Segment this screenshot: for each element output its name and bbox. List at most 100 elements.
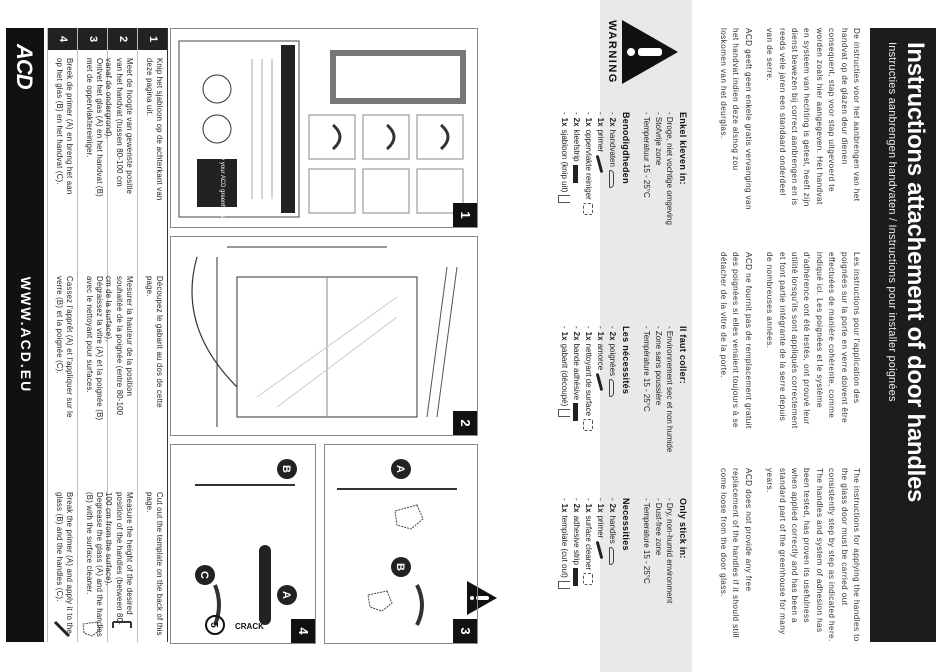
wipe-icon bbox=[582, 202, 593, 215]
step4-number: 4 bbox=[291, 619, 315, 643]
step2-number: 2 bbox=[453, 411, 477, 435]
need-item: - 1x template (cut out) bbox=[557, 498, 570, 668]
need-item: - 2x handles bbox=[606, 498, 618, 668]
enjoy-caption: Enjoy your ACD greenhouse bbox=[219, 145, 225, 221]
step-text-fr: Mesurer la hauteur de la position souhai… bbox=[104, 276, 134, 416]
step-text-nl: Knip het sjabloon op de achterkant van d… bbox=[144, 58, 164, 201]
primer-icon bbox=[596, 155, 604, 174]
strip-icon bbox=[573, 164, 579, 183]
step3-number: 3 bbox=[453, 619, 477, 643]
need-item: - 1x amorce bbox=[594, 326, 606, 496]
website-url[interactable]: WWW.ACD.EU bbox=[18, 276, 34, 394]
page-title: Instructions attachement of door handles bbox=[902, 42, 929, 503]
stick-title-fr: Il faut coller: bbox=[678, 326, 688, 385]
step1-number: 1 bbox=[453, 203, 477, 227]
warning-icon-small bbox=[467, 581, 497, 615]
wipe-icon bbox=[582, 573, 593, 586]
needs-title-nl: Benodigdheden bbox=[621, 112, 632, 184]
step-number: 1 bbox=[138, 28, 167, 50]
title-band: Instructions attachement of door handles… bbox=[870, 28, 936, 642]
label-a: A bbox=[280, 591, 292, 599]
label-a: A bbox=[394, 465, 406, 473]
step-text-fr: Découpez le gabarit au dos de cette page… bbox=[144, 276, 164, 408]
requirements-en: Only stick in: - Dry, non-humid environm… bbox=[557, 498, 688, 668]
strip-icon bbox=[573, 567, 579, 586]
need-item: - 2x bande adhésive bbox=[570, 326, 582, 496]
warning-icon bbox=[622, 20, 678, 84]
handle-icon bbox=[609, 379, 615, 398]
stick-item: - Stofvrije zone bbox=[653, 112, 663, 166]
need-item: - 2x poignées bbox=[606, 326, 618, 496]
need-item: - 1x surface cleaner bbox=[582, 498, 594, 668]
handle-icon bbox=[609, 169, 615, 188]
requirements-nl: Enkel kleven in: - Droge, niet vochtige … bbox=[557, 112, 688, 282]
stick-item: - Temperature 15 - 25°C bbox=[642, 498, 652, 584]
need-item: - 1x nettoyant de surface bbox=[582, 326, 594, 496]
need-item: - 1x oppervlakte reiniger bbox=[582, 112, 594, 282]
intro-nl-p2: ACD geeft geen enkele gratis vervanging … bbox=[718, 28, 753, 210]
intro-en-p2: ACD does not provide any free replacemen… bbox=[718, 468, 753, 639]
stick-title-nl: Enkel kleven in: bbox=[678, 112, 688, 185]
intro-fr-p2: ACD ne fournit pas de remplacement gratu… bbox=[718, 252, 753, 429]
primer-icon bbox=[596, 373, 604, 392]
step1-diagram: 1 Enjoy your ACD greenhouse bbox=[170, 28, 478, 228]
need-item: - 2x handvaten bbox=[606, 112, 618, 282]
requirements-fr: Il faut coller: - Environnement sec et n… bbox=[557, 326, 688, 496]
step-text-fr: Cassez l'apprêt (A) et l'appliquer sur l… bbox=[54, 276, 74, 418]
primer-icon bbox=[53, 620, 71, 638]
ruler-icon bbox=[112, 621, 132, 628]
primer-icon bbox=[596, 541, 604, 560]
wipe-icon bbox=[82, 621, 101, 637]
page-subtitle: Instructies aanbrengen handvaten / Instr… bbox=[886, 42, 898, 402]
stick-title-en: Only stick in: bbox=[678, 498, 688, 559]
template-icon bbox=[557, 580, 570, 589]
intro-en: The instructions for applying the handle… bbox=[682, 468, 862, 643]
need-item: - 1x primer bbox=[594, 112, 606, 282]
intro-en-p1: The instructions for applying the handle… bbox=[765, 468, 861, 642]
step-number: 2 bbox=[108, 28, 137, 50]
step-text-en: Cut out the template on the back of this… bbox=[144, 492, 164, 636]
stick-item: - Temperatuur 15 - 25°C bbox=[642, 112, 652, 198]
needs-title-fr: Les nécessités bbox=[621, 326, 632, 395]
step-text-en: Break the primer (A) and apply it to the… bbox=[54, 492, 74, 634]
wipe-icon bbox=[582, 419, 593, 432]
label-c: C bbox=[198, 571, 210, 579]
step-row-3: 3 Ontvet het glas (A) en het handvat (B)… bbox=[77, 28, 107, 642]
step-text-fr: Dégraissez la vitre (A) et la poignée (B… bbox=[84, 276, 104, 421]
handle-icon bbox=[609, 546, 615, 565]
need-item: - 2x adhesive strip bbox=[570, 498, 582, 668]
warning-label: WARNING bbox=[606, 20, 618, 84]
footer: ACD WWW.ACD.EU bbox=[6, 28, 44, 642]
step-number: 4 bbox=[48, 28, 77, 50]
stick-item: - Dust-free zone bbox=[653, 498, 663, 556]
needs-title-en: Necessities bbox=[621, 498, 632, 551]
need-item: - 1x primer bbox=[594, 498, 606, 668]
step-text-en: Measure the height of the desired positi… bbox=[104, 492, 134, 625]
stick-item: - Zone sans poussière bbox=[653, 326, 663, 406]
wait-label: 5 bbox=[208, 622, 219, 628]
need-item: - 1x sjabloon (knip uit) bbox=[557, 112, 570, 282]
step2-diagram: 2 bbox=[170, 236, 478, 436]
strip-icon bbox=[573, 403, 579, 422]
intro-nl-p1: De instructies voor het aanbrengen van h… bbox=[765, 28, 861, 207]
step3-illustration: A B bbox=[337, 459, 457, 626]
step4-illustration: A B C CRACK 5 bbox=[195, 459, 297, 635]
step1-illustration: Enjoy your ACD greenhouse bbox=[178, 40, 466, 222]
stick-item: - Dry, non-humid environment bbox=[664, 498, 674, 604]
need-item: - 2x kleefstrip bbox=[570, 112, 582, 282]
step-text-en: Degrease the glass (A) and the handles (… bbox=[84, 492, 104, 637]
step-text-nl: Breek de primer (A) en breng het aan op … bbox=[54, 58, 74, 195]
step-number: 3 bbox=[78, 28, 107, 50]
label-b: B bbox=[280, 465, 292, 473]
step-row-4: 4 Breek de primer (A) en breng het aan o… bbox=[47, 28, 77, 642]
step-text-nl: Ontvet het glas (A) en het handvat (B) m… bbox=[84, 58, 104, 197]
template-icon bbox=[557, 409, 570, 418]
step2-illustration bbox=[191, 246, 458, 427]
step-row-1: 1 Knip het sjabloon op de achterkant van… bbox=[137, 28, 167, 642]
steps-table: 1 Knip het sjabloon op de achterkant van… bbox=[46, 28, 168, 642]
stick-item: - Environnement sec et non humide bbox=[664, 326, 674, 453]
step3-diagram: 3 A B bbox=[324, 444, 478, 644]
need-item: - 1x gabarit (découpé) bbox=[557, 326, 570, 496]
stick-item: - Température 15 - 25°C bbox=[642, 326, 652, 412]
